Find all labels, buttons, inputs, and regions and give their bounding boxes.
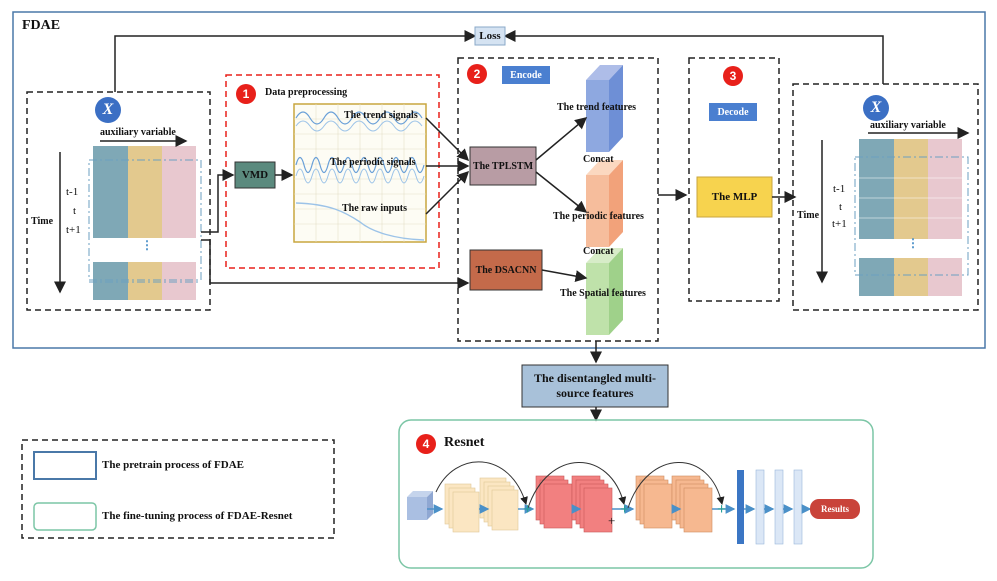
loss-label: Loss [479,30,501,42]
trend-signals-label: The trend signals [344,110,418,121]
dsacnn-label: The DSACNN [475,264,537,276]
output-table [854,139,969,296]
legend-pretrain-swatch [33,451,97,480]
resnet-network: + + + [407,461,860,545]
input-dots: ⋮ [141,238,153,252]
input-table [88,146,202,300]
periodic-wave [295,156,425,174]
periodic-feature-block [586,160,623,247]
output-time-t: t [839,201,843,213]
tplstm-box [469,146,537,186]
output-dots: ⋮ [907,236,919,250]
loss-box [474,26,506,46]
trend-wave [295,111,423,125]
results-box [810,499,860,519]
concat-label-1: Concat [583,154,614,165]
resnet-title: Resnet [444,435,485,450]
preprocess-title: Data preprocessing [265,87,348,98]
resnet-frame [398,419,874,569]
spatial-features-label: The Spatial features [560,288,646,299]
input-time-t: t [73,205,77,217]
output-time-t-1: t-1 [833,183,846,195]
raw-curve [295,202,425,241]
spatial-feature-block [586,248,623,335]
badge-3: 3 [723,66,743,86]
fdae-title: FDAE [22,18,61,33]
encode-title-box [502,66,550,84]
signals-chart [293,103,427,243]
vmd-box [234,161,276,189]
legend-finetune-label: The fine-tuning process of FDAE-Resnet [102,510,293,522]
raw-inputs-label: The raw inputs [342,203,408,214]
fdae-frame [12,11,986,349]
disentangled-label: The disentangled multi-source features [533,371,656,400]
legend-finetune-swatch [33,502,97,531]
input-time-t-1: t-1 [66,186,79,198]
periodic-signals-label: The periodic signals [330,157,416,168]
input-x-symbol: X [95,97,121,123]
disentangled-box [521,364,669,408]
periodic-features-label: The periodic features [553,211,644,222]
tplstm-label: The TPLSTM [472,160,534,172]
decode-title: Decode [717,106,749,118]
badge-2: 2 [467,64,487,84]
encode-title: Encode [510,69,542,81]
mlp-label: The MLP [711,191,758,203]
vmd-label: VMD [241,169,269,181]
output-time-label: Time [797,210,820,221]
input-time-label: Time [31,216,54,227]
input-time-t+1: t+1 [66,224,81,236]
legend-pretrain-label: The pretrain process of FDAE [102,459,244,471]
badge-1: 1 [236,84,256,104]
badge-4: 4 [416,434,436,454]
resnet-plus: + [608,513,616,528]
svg-text:+: + [523,501,532,518]
encode-frame [457,57,659,342]
output-aux-label: auxiliary variable [870,120,946,131]
output-panel-frame [792,83,979,311]
output-x-symbol: X [863,95,889,121]
trend-feature-block [586,65,623,152]
trend-features-label: The trend features [557,102,637,113]
output-time-t+1: t+1 [832,218,847,230]
svg-text:+: + [717,501,726,518]
decode-frame [688,57,780,302]
input-aux-label: auxiliary variable [100,127,176,138]
decode-title-box [709,103,757,121]
legend-frame [21,439,335,539]
concat-label-2: Concat [583,246,614,257]
results-label: Results [820,504,849,514]
input-panel-frame [26,91,211,311]
svg-text:+: + [620,501,629,518]
